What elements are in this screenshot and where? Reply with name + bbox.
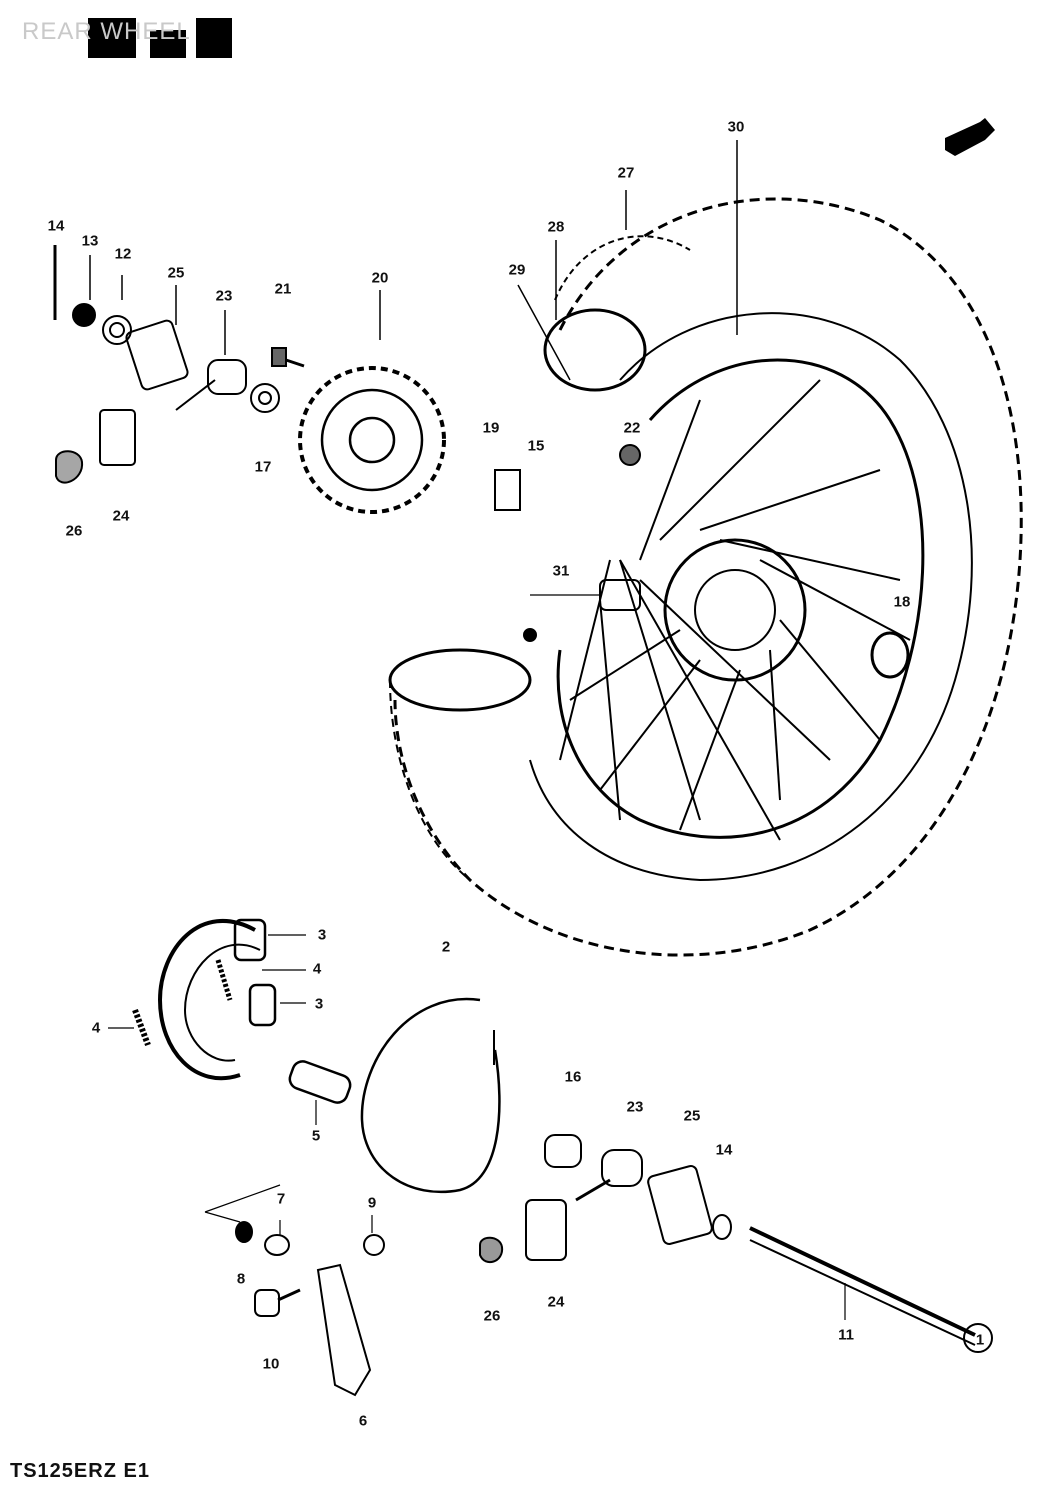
callout-8: 8 <box>236 1270 246 1288</box>
direction-arrow-icon <box>945 118 995 156</box>
diagram-title: REAR WHEEL <box>22 18 191 45</box>
small-parts-bottom <box>204 1134 993 1397</box>
callout-17: 17 <box>254 458 272 476</box>
callout-14-lower: 14 <box>715 1141 733 1159</box>
callout-3-bottom: 3 <box>314 995 324 1013</box>
callout-4-right: 4 <box>312 960 322 978</box>
brake-panel <box>288 997 501 1194</box>
header-block-1 <box>88 18 136 58</box>
callout-2: 2 <box>441 938 451 956</box>
callout-26: 26 <box>65 522 83 540</box>
header-block-3 <box>196 18 232 58</box>
callout-22: 22 <box>623 419 641 437</box>
brake-shoe-assembly <box>108 918 306 1081</box>
callout-25: 25 <box>167 264 185 282</box>
callout-15: 15 <box>527 437 545 455</box>
callout-6: 6 <box>358 1412 368 1430</box>
callout-5: 5 <box>311 1127 321 1145</box>
callout-21: 21 <box>274 280 292 298</box>
callout-13: 13 <box>81 232 99 250</box>
callout-19: 19 <box>482 419 500 437</box>
callout-16: 16 <box>564 1068 582 1086</box>
model-code: TS125ERZ E1 <box>10 1460 150 1482</box>
callout-29: 29 <box>508 261 526 279</box>
wheel-assembly <box>388 140 1023 957</box>
callout-31: 31 <box>552 562 570 580</box>
callout-28: 28 <box>547 218 565 236</box>
callout-18: 18 <box>893 593 911 611</box>
callout-10: 10 <box>262 1355 280 1373</box>
callout-25-lower: 25 <box>683 1107 701 1125</box>
callout-30: 30 <box>727 118 745 136</box>
callout-11: 11 <box>838 1326 854 1344</box>
callout-24: 24 <box>112 507 130 525</box>
callout-4-left: 4 <box>91 1019 101 1037</box>
callout-20: 20 <box>371 269 389 287</box>
callout-3-top: 3 <box>317 926 327 944</box>
callout-26-lower: 26 <box>483 1307 501 1325</box>
callout-9: 9 <box>367 1194 377 1212</box>
callout-12: 12 <box>114 245 132 263</box>
header-block-2 <box>150 30 186 58</box>
callout-14: 14 <box>47 217 65 235</box>
sprocket <box>298 290 446 514</box>
small-parts-top-left <box>53 245 305 484</box>
hub-parts <box>494 444 641 642</box>
callout-27: 27 <box>617 164 635 182</box>
callout-23-lower: 23 <box>626 1098 644 1116</box>
callout-23: 23 <box>215 287 233 305</box>
callout-1: 1 <box>975 1331 985 1349</box>
callout-7: 7 <box>276 1190 286 1208</box>
callout-24-lower: 24 <box>547 1293 565 1311</box>
